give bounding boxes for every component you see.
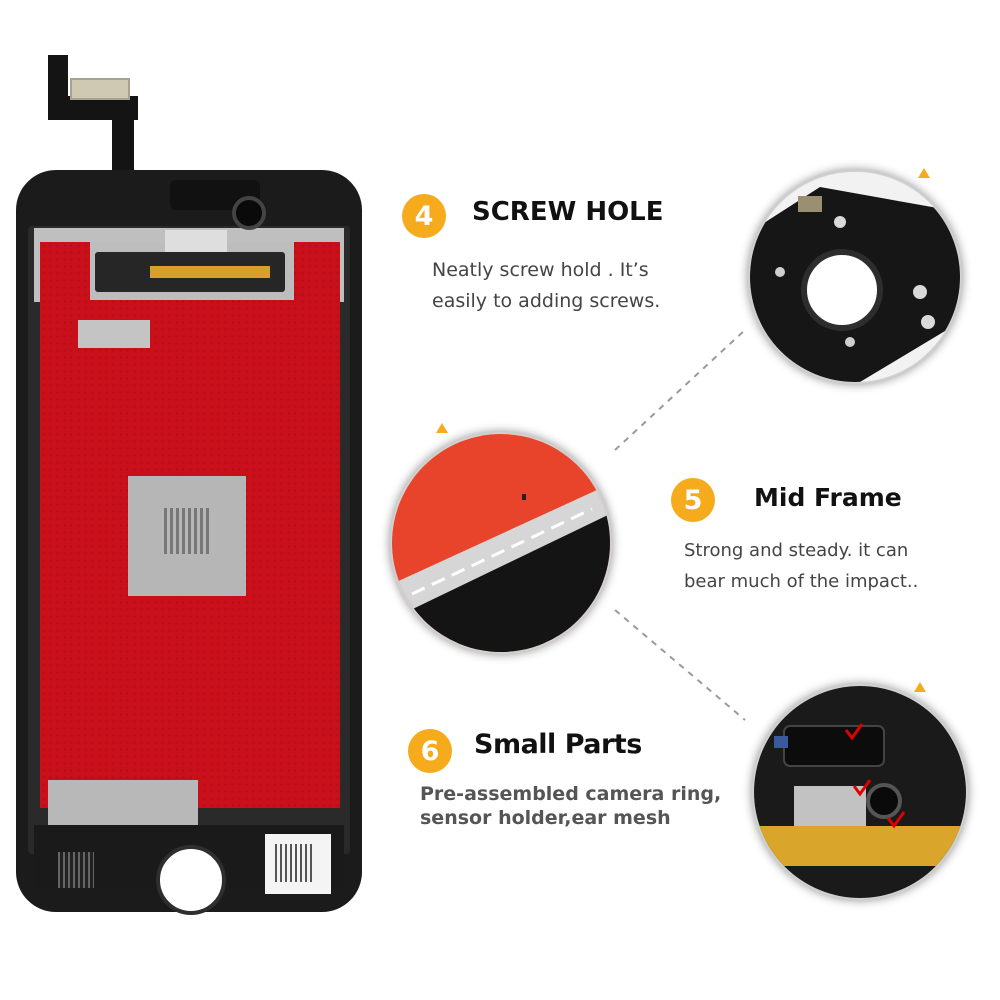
detail-circle-small-parts <box>752 684 968 900</box>
feature-number-badge: 5 <box>671 478 715 522</box>
qr-code-icon <box>58 852 94 888</box>
feature-desc-line: Strong and steady. it can <box>684 540 909 561</box>
feature-desc-mid-frame: Strong and steady. it can bear much of t… <box>684 535 918 597</box>
feature-desc-line: sensor holder,ear mesh <box>420 807 671 829</box>
qr-code-icon <box>164 508 210 554</box>
label-sticker <box>165 230 227 252</box>
dashed-line <box>614 329 746 451</box>
detail-circle-screw-hole <box>748 170 962 384</box>
home-button-hole <box>156 845 226 915</box>
feature-desc-screw-hole: Neatly screw hold . It’s easily to addin… <box>432 255 660 317</box>
feature-title-screw-hole: SCREW HOLE <box>472 197 664 227</box>
feature-desc-small-parts: Pre-assembled camera ring, sensor holder… <box>420 782 721 830</box>
flex-connector-pad <box>70 78 130 100</box>
feature-desc-line: Neatly screw hold . It’s <box>432 259 649 281</box>
feature-title-mid-frame: Mid Frame <box>754 483 902 512</box>
metal-tab <box>78 320 150 348</box>
feature-number-badge: 4 <box>402 194 446 238</box>
triangle-marker-icon <box>918 168 930 178</box>
feature-desc-line: easily to adding screws. <box>432 290 661 312</box>
feature-desc-line: bear much of the impact.. <box>684 571 919 592</box>
camera-ring-icon <box>232 196 266 230</box>
triangle-marker-icon <box>436 423 448 433</box>
mid-frame-closeup <box>392 434 610 652</box>
gold-contacts <box>150 266 270 278</box>
screw-hole-closeup <box>750 172 960 382</box>
triangle-marker-icon <box>914 682 926 692</box>
qr-code-icon <box>275 844 315 882</box>
detail-circle-mid-frame <box>390 432 612 654</box>
dashed-line <box>614 609 746 721</box>
feature-title-small-parts: Small Parts <box>474 729 642 760</box>
feature-desc-line: Pre-assembled camera ring, <box>420 783 722 805</box>
bottom-shield <box>48 780 198 832</box>
feature-number-badge: 6 <box>408 729 452 773</box>
small-parts-closeup <box>754 686 966 898</box>
